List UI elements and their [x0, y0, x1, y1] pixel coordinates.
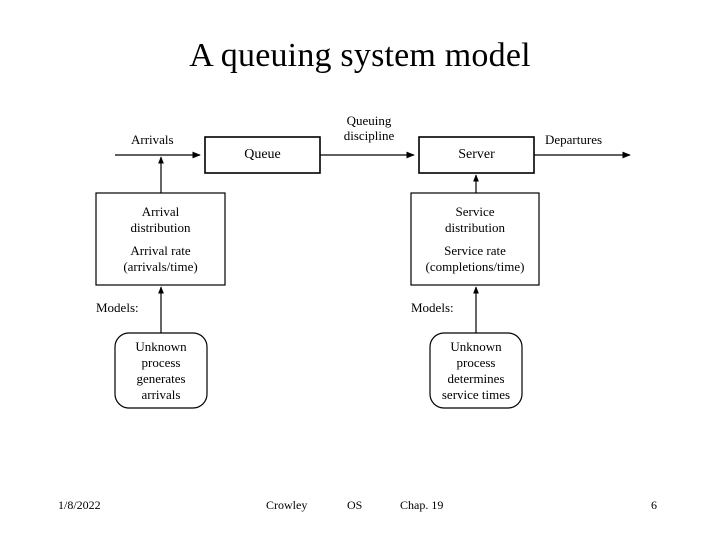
arrival-model-text: Unknown process generates arrivals: [115, 333, 207, 408]
slide-title: A queuing system model: [189, 37, 531, 74]
server-node-label: Server: [458, 147, 495, 162]
footer-chapter: Chap. 19: [400, 498, 444, 512]
service-model-text: Unknown process determines service times: [425, 333, 527, 408]
queue-node-label: Queue: [244, 147, 281, 162]
service-distribution-line-3: Service rate: [444, 242, 506, 258]
service-model-line-3: determines: [447, 370, 505, 386]
queuing-discipline-label: Queuing discipline: [330, 113, 408, 143]
arrival-model-line-4: arrivals: [141, 386, 181, 402]
departures-label: Departures: [545, 132, 603, 147]
slide-footer: 1/8/2022 Crowley OS Chap. 19 6: [0, 494, 720, 516]
footer-course: OS: [347, 498, 363, 512]
queuing-discipline-line-1: Queuing: [346, 113, 392, 128]
service-distribution-text: Service distribution Service rate (compl…: [411, 193, 539, 285]
service-distribution-line-1: Service: [455, 203, 495, 219]
service-model-box: [429, 332, 523, 409]
service-distribution-line-4: (completions/time): [425, 258, 525, 274]
footer-date: 1/8/2022: [58, 498, 101, 512]
arrival-distribution-line-2: distribution: [130, 219, 191, 235]
arrival-model-line-1: Unknown: [135, 338, 187, 354]
arrival-model-line-2: process: [141, 354, 181, 370]
models-label-right: Models:: [411, 300, 454, 315]
service-model-line-1: Unknown: [450, 338, 502, 354]
arrival-model-line-3: generates: [136, 370, 186, 386]
queuing-discipline-line-2: discipline: [343, 128, 395, 143]
arrival-distribution-line-3: Arrival rate: [130, 242, 191, 258]
service-model-line-4: service times: [441, 386, 511, 402]
footer-page-number: 6: [651, 498, 657, 512]
footer-author: Crowley: [266, 498, 308, 512]
service-model-line-2: process: [456, 354, 496, 370]
arrival-distribution-line-1: Arrival: [141, 203, 180, 219]
models-label-left: Models:: [96, 300, 139, 315]
arrivals-label: Arrivals: [131, 132, 174, 147]
arrival-distribution-text: Arrival distribution Arrival rate (arriv…: [96, 193, 225, 285]
service-distribution-box: [410, 192, 540, 286]
service-distribution-line-2: distribution: [445, 219, 505, 235]
arrival-model-box: [114, 332, 208, 409]
arrival-distribution-line-4: (arrivals/time): [123, 258, 198, 274]
